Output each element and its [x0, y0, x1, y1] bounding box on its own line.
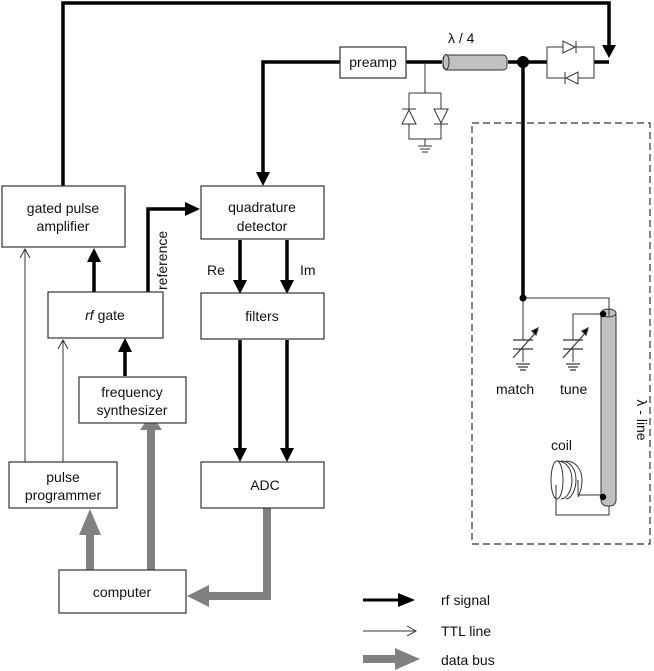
coil-top-node	[599, 310, 607, 318]
diode-forward-icon	[562, 40, 577, 54]
rf-arrowheads	[87, 45, 616, 462]
coil-bottom-node	[599, 493, 607, 501]
tune-capacitor-icon	[562, 326, 589, 371]
pulse-programmer-label-1: pulse	[46, 469, 80, 485]
match-label: match	[496, 381, 534, 397]
ttl-arrowhead-gate	[57, 338, 69, 350]
legend-label-rf-signal: rf signal	[441, 592, 490, 608]
legend-item-data-bus: data bus	[363, 648, 495, 670]
adc-label: ADC	[250, 477, 280, 493]
frequency-synthesizer-label-2: synthesizer	[97, 402, 168, 418]
frequency-synthesizer-label-1: frequency	[101, 384, 162, 400]
lambda-quarter-label: λ / 4	[448, 30, 475, 46]
coil-icon	[550, 460, 583, 500]
gated-pulse-amplifier-label-2: amplifier	[37, 218, 90, 234]
data-bus-arrow-icon	[395, 648, 420, 670]
block-computer: computer	[58, 569, 187, 614]
coil-label: coil	[551, 437, 572, 453]
diode-down-icon	[433, 108, 449, 125]
pulse-programmer-label-2: programmer	[25, 487, 102, 503]
rf-gate-label: rf gate	[85, 307, 125, 323]
legend-label-data-bus: data bus	[441, 652, 495, 668]
arrowhead-re-adc	[233, 448, 247, 462]
match-capacitor-icon	[512, 326, 539, 371]
lambda-line-label: λ - line	[634, 399, 650, 440]
bus-arrowhead-computer	[187, 585, 209, 607]
arrowhead-amp	[87, 248, 101, 262]
reference-label: reference	[154, 231, 170, 290]
ground-icon	[418, 145, 432, 153]
block-frequency-synthesizer: frequency synthesizer	[78, 376, 187, 424]
quadrature-detector-label-1: quadrature	[228, 199, 296, 215]
crossed-diodes-switch	[546, 40, 595, 85]
amp-to-switch-line	[61, 1, 611, 186]
arrowhead-im-adc	[280, 448, 294, 462]
re-label: Re	[207, 262, 225, 278]
quadrature-detector-label-2: detector	[237, 218, 288, 234]
arrowhead-gate	[118, 338, 132, 352]
block-gated-pulse-amplifier: gated pulse amplifier	[1, 185, 126, 248]
block-pulse-programmer: pulse programmer	[8, 461, 118, 509]
tune-label: tune	[560, 381, 587, 397]
filters-label: filters	[245, 308, 278, 324]
rf-gate-label-rest: gate	[94, 307, 125, 323]
im-label: Im	[300, 262, 316, 278]
ttl-lines	[19, 247, 69, 462]
diode-up-icon	[401, 108, 417, 125]
rf-signal-lines	[61, 1, 611, 448]
legend-label-ttl-line: TTL line	[441, 623, 491, 639]
block-rf-gate: rf gate	[47, 291, 164, 339]
arrowhead-reference	[185, 202, 200, 216]
arrowhead-switch	[602, 45, 616, 58]
rf-gate-label-italic: rf	[85, 307, 96, 323]
lambda-line-cable	[600, 298, 617, 507]
data-buses	[79, 414, 271, 607]
junction-node	[517, 56, 529, 68]
rf-signal-arrow-icon	[398, 593, 415, 607]
ttl-arrowhead-amp	[19, 247, 31, 259]
block-preamp: preamp	[339, 46, 407, 79]
preamp-label: preamp	[349, 54, 397, 70]
probe-box	[471, 122, 651, 545]
computer-label: computer	[93, 584, 152, 600]
block-adc: ADC	[200, 461, 325, 509]
arrowhead-re	[233, 280, 247, 294]
lambda-quarter-cable	[442, 54, 508, 71]
gated-pulse-amplifier-label-1: gated pulse	[27, 200, 100, 216]
preamp-to-detector-line	[261, 60, 340, 172]
protection-diodes	[401, 62, 449, 153]
legend: rf signal TTL line data bus	[363, 592, 495, 670]
reference-line	[146, 207, 185, 292]
probe-junction-node	[519, 294, 527, 302]
block-filters: filters	[200, 292, 325, 340]
legend-item-rf-signal: rf signal	[363, 592, 490, 608]
arrowhead-detector	[256, 172, 270, 186]
legend-item-ttl-line: TTL line	[363, 623, 491, 639]
bus-arrowhead-programmer	[79, 509, 101, 535]
diode-reverse-icon	[564, 71, 579, 85]
ttl-arrow-icon	[406, 625, 418, 637]
bus-adc-to-computer	[208, 508, 271, 600]
arrowhead-im	[280, 280, 294, 294]
block-quadrature-detector: quadrature detector	[200, 185, 325, 240]
